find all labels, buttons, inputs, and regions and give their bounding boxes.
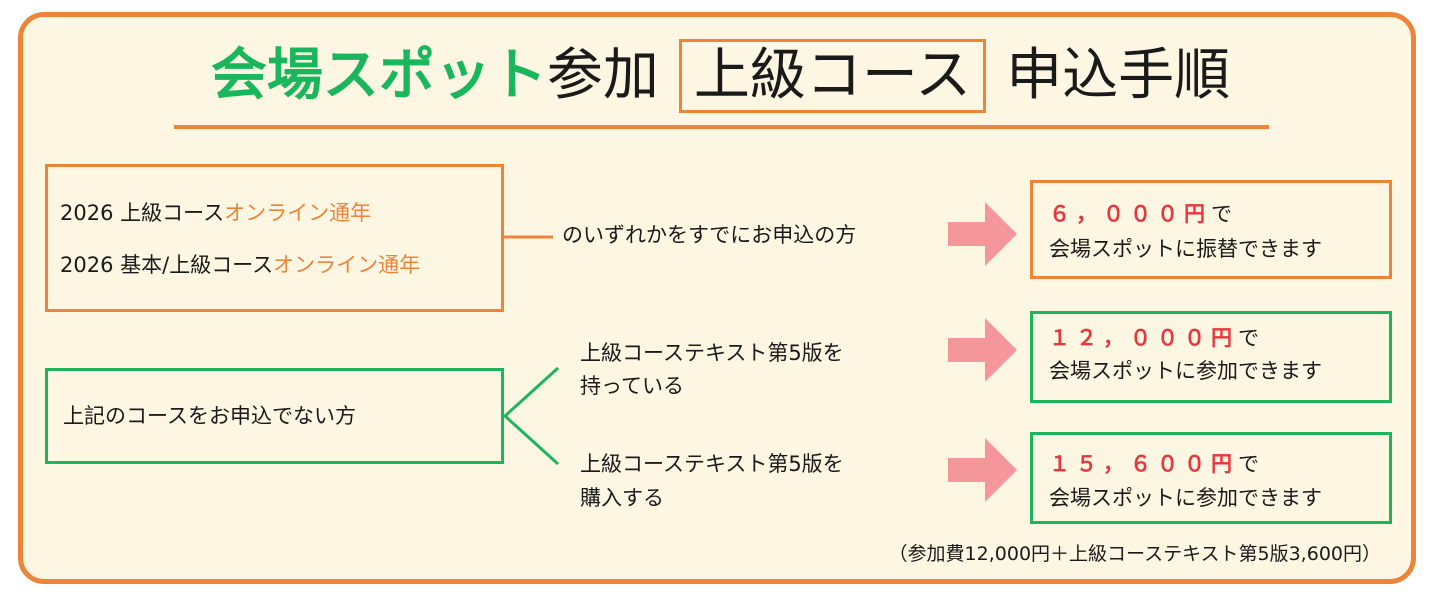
price-line: ６，０００円で <box>1049 202 1232 226</box>
course-item: 2026 上級コースオンライン通年 <box>60 201 372 225</box>
group1-result-box <box>1030 180 1392 279</box>
price-value: １５，６００円 <box>1049 452 1238 476</box>
group2-label-box <box>45 368 504 464</box>
footnote: （参加費12,000円＋上級コーステキスト第5版3,600円） <box>888 543 1381 565</box>
result-text: 会場スポットに参加できます <box>1049 486 1322 510</box>
title-mid: 参加 <box>546 43 659 108</box>
option2-line1: 上級コーステキスト第5版を <box>580 452 844 476</box>
course-item: 2026 基本/上級コースオンライン通年 <box>60 253 421 277</box>
price-line: １２，０００円で <box>1049 326 1259 350</box>
option1-line1: 上級コーステキスト第5版を <box>580 341 844 365</box>
group1-courses-box <box>45 164 504 312</box>
title-highlight: 会場スポット <box>210 43 547 108</box>
title-boxed: 上級コース <box>678 39 987 113</box>
result-text: 会場スポットに振替できます <box>1049 237 1322 261</box>
connector-branch-group2 <box>502 366 560 466</box>
title-end: 申込手順 <box>1006 43 1231 108</box>
option1-line2: 持っている <box>580 374 684 398</box>
group1-condition: のいずれかをすでにお申込の方 <box>562 223 857 247</box>
option2-line2: 購入する <box>580 486 664 510</box>
option2-result-box <box>1030 432 1392 524</box>
price-line: １５，６００円で <box>1049 452 1259 476</box>
page-title: 会場スポット参加上級コース申込手順 <box>0 36 1441 116</box>
arrow-right-icon <box>948 318 1017 382</box>
result-text: 会場スポットに参加できます <box>1049 359 1322 383</box>
price-value: １２，０００円 <box>1049 326 1238 350</box>
group2-label: 上記のコースをお申込でない方 <box>63 404 356 428</box>
option1-result-box <box>1030 311 1392 403</box>
arrow-right-icon <box>948 438 1017 502</box>
price-value: ６，０００円 <box>1049 202 1211 226</box>
arrow-right-icon <box>948 202 1017 266</box>
title-underline <box>174 125 1269 129</box>
